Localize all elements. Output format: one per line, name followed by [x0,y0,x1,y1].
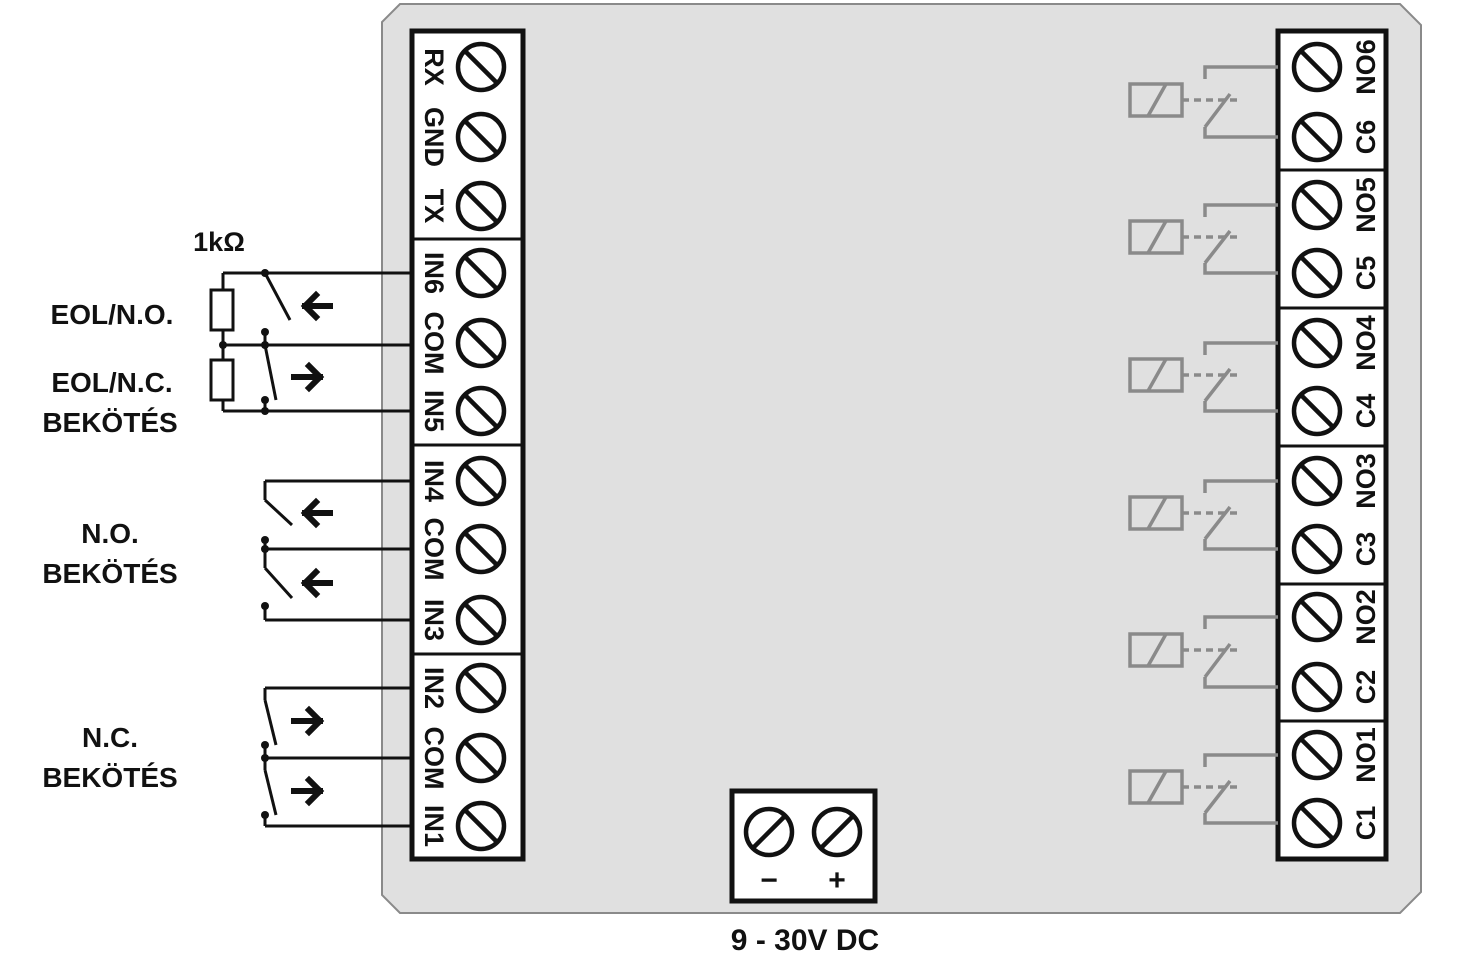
left-terminal-label: COM [419,312,449,375]
resistor-eol-nc [209,358,235,402]
left-screw [455,523,507,575]
left-terminal-label: IN5 [419,390,449,432]
left-terminal-label: IN6 [419,252,449,294]
eol-no-label: EOL/N.O. [51,299,174,330]
relay-symbols [1128,65,1278,825]
left-terminal-label: RX [419,48,449,86]
eol-nc-wiring-label: BEKÖTÉS [42,407,177,438]
arrow-right-icon [291,361,325,393]
arrow-right-icon [291,775,325,807]
arrow-left-icon [300,497,333,529]
left-terminal-label: IN1 [419,805,449,847]
left-terminal-label: IN3 [419,599,449,641]
eol-nc-label: EOL/N.C. [51,367,172,398]
right-terminal-label: NO1 [1351,727,1381,783]
junction-dots [219,269,269,819]
right-screw [1291,729,1343,781]
power-screw-plus [811,806,863,858]
arrow-left-icon [300,567,333,599]
arrow-right-icon [291,705,325,737]
left-screw [455,594,507,646]
left-screw [455,111,507,163]
right-screw [1291,317,1343,369]
right-terminal-label: C4 [1351,394,1381,429]
right-terminal-label: NO6 [1351,39,1381,95]
right-screw [1291,385,1343,437]
left-terminal-label: IN2 [419,667,449,709]
relay-symbol [1128,203,1278,275]
power-minus-label: − [760,864,778,897]
resistor-eol-no [209,288,235,332]
relay-symbol [1128,479,1278,551]
left-screw [455,732,507,784]
left-terminal-label: IN4 [419,460,449,502]
right-terminal-label: NO3 [1351,453,1381,509]
relay-symbol [1128,341,1278,413]
power-terminal-block: − + [729,788,878,904]
module-board [381,3,1422,914]
relay-symbol [1128,65,1278,139]
right-terminal-label: NO5 [1351,177,1381,233]
right-screw [1291,591,1343,643]
left-screw [455,385,507,437]
right-terminal-label: C2 [1351,670,1381,705]
right-screw [1291,179,1343,231]
left-screw [455,247,507,299]
power-plus-label: + [828,864,846,897]
actuation-arrows [291,290,333,807]
right-terminal-label: C3 [1351,532,1381,567]
left-screws [455,41,507,852]
right-screw [1291,111,1343,163]
no-label: N.O. [81,518,139,549]
arrow-left-icon [300,290,333,322]
nc-label: N.C. [82,722,138,753]
left-terminal-label: TX [419,189,449,224]
relay-symbol [1128,753,1278,825]
right-terminal-label: C5 [1351,256,1381,291]
switch-eol-no [263,272,292,321]
right-screw [1291,247,1343,299]
relay-symbol [1128,615,1278,689]
right-screw [1291,661,1343,713]
switch-eol-nc [263,344,278,401]
left-screw [455,455,507,507]
no-wiring-label: BEKÖTÉS [42,558,177,589]
right-screw [1291,797,1343,849]
left-terminal-label: COM [419,727,449,790]
left-screw [455,41,507,93]
switch-nc-1 [263,699,278,746]
left-screw [455,800,507,852]
switch-nc-2 [263,769,278,816]
switch-no-1 [263,498,294,527]
right-terminal-label: C6 [1351,120,1381,155]
resistor-value-label: 1kΩ [193,227,245,257]
left-terminal-label: COM [419,518,449,581]
right-terminal-label: NO2 [1351,589,1381,645]
left-terminal-label: GND [419,107,449,167]
left-screw [455,180,507,232]
right-screw [1291,523,1343,575]
power-screw-minus [743,806,795,858]
right-screw [1291,455,1343,507]
right-terminal-label: NO4 [1351,315,1381,371]
right-screws [1291,41,1343,849]
right-terminal-label: C1 [1351,806,1381,841]
left-screw [455,317,507,369]
left-screw [455,662,507,714]
nc-wiring-label: BEKÖTÉS [42,762,177,793]
right-screw [1291,41,1343,93]
switch-no-2 [263,566,294,600]
power-voltage-label: 9 - 30V DC [731,924,879,957]
